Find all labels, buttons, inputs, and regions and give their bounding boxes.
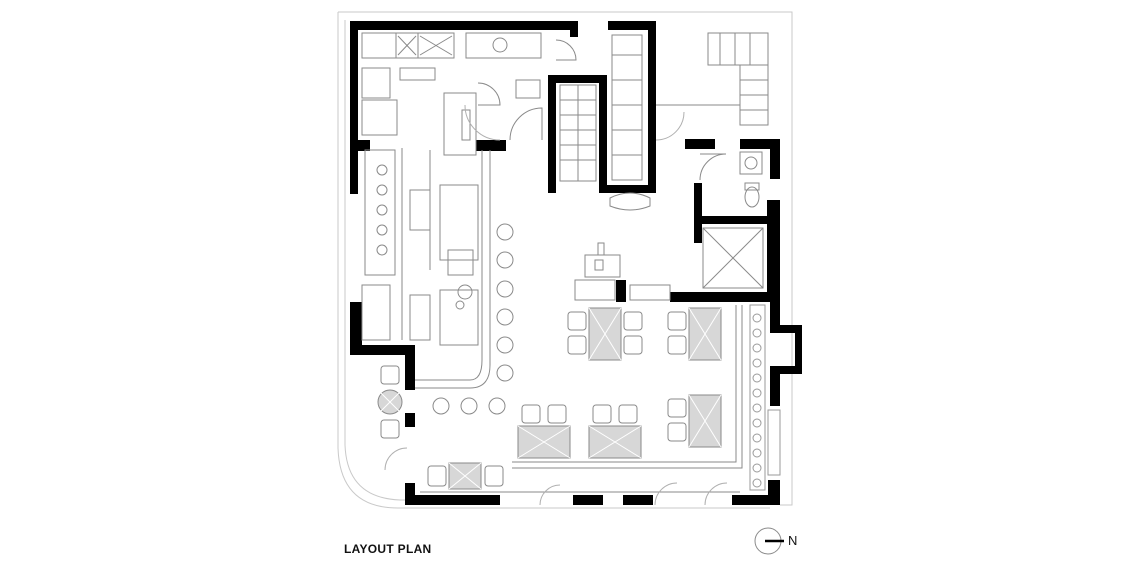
door-swings	[384, 104, 728, 506]
north-label: N	[788, 533, 798, 548]
planters	[749, 304, 781, 491]
banquette	[420, 305, 743, 493]
table-4	[517, 404, 571, 459]
table-6	[427, 462, 504, 490]
table-5	[588, 404, 642, 459]
kitchen-equipment	[361, 32, 671, 346]
elevator	[702, 227, 764, 289]
bathroom	[699, 151, 763, 208]
walls	[350, 21, 802, 505]
bar-stools	[432, 223, 514, 415]
stairs	[559, 32, 769, 182]
north-arrow	[754, 527, 784, 555]
table-2	[667, 307, 722, 361]
bar-counter	[401, 148, 491, 389]
plan-title: LAYOUT PLAN	[344, 542, 432, 556]
table-3	[667, 394, 722, 448]
round-table	[377, 365, 403, 439]
table-1	[567, 307, 643, 361]
dining-tables	[377, 307, 722, 490]
site-boundary	[337, 11, 793, 509]
